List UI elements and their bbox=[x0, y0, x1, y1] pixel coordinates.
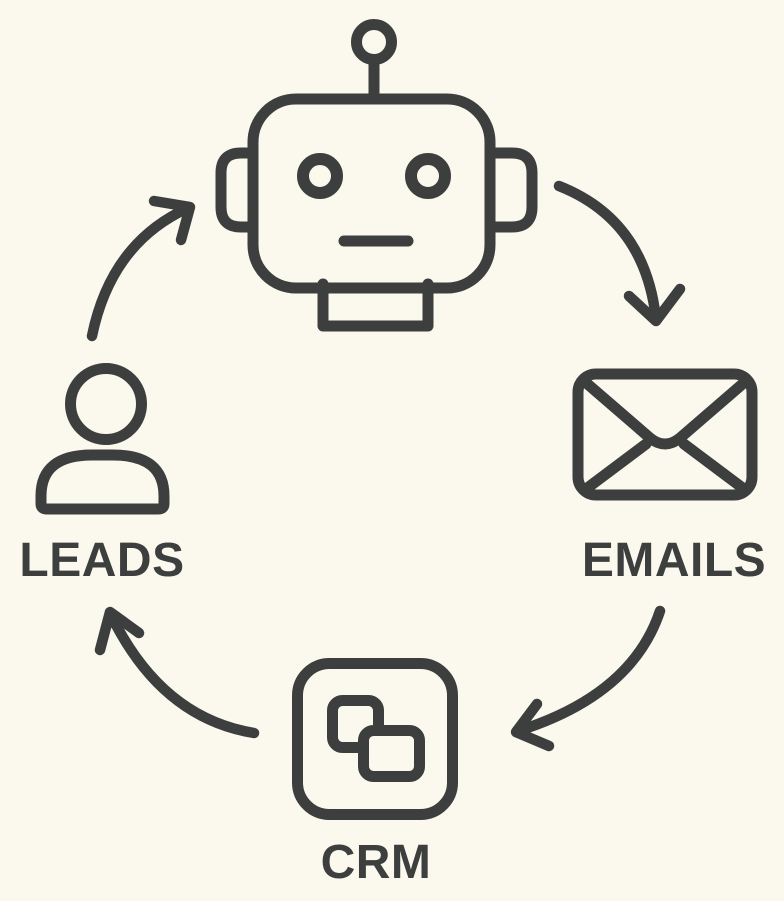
arrow-bot-to-emails bbox=[553, 180, 686, 327]
arrow-leads-to-bot bbox=[86, 195, 196, 342]
robot-ear-left bbox=[215, 147, 258, 233]
crm-square-front bbox=[358, 725, 425, 782]
crm-label: CRM bbox=[320, 836, 432, 889]
robot-ear-right bbox=[486, 147, 538, 233]
arrow-head bbox=[148, 195, 196, 246]
robot-eye-left bbox=[297, 153, 343, 199]
robot-head bbox=[247, 93, 496, 294]
envelope-body bbox=[572, 368, 758, 501]
person-head bbox=[65, 363, 147, 445]
crm-overlapping-squares-icon bbox=[292, 658, 458, 820]
envelope-fold-left bbox=[580, 438, 652, 495]
person-body bbox=[35, 449, 170, 515]
arrow-shaft bbox=[553, 180, 662, 325]
arrow-head bbox=[94, 606, 145, 656]
arrow-shaft bbox=[106, 611, 260, 739]
arrow-shaft bbox=[86, 202, 194, 342]
robot-icon bbox=[215, 19, 538, 332]
person-icon bbox=[35, 363, 170, 515]
crm-square-back bbox=[327, 695, 384, 753]
arrow-head bbox=[623, 283, 686, 327]
emails-label: EMAILS bbox=[581, 534, 767, 587]
leads-label: LEADS bbox=[19, 534, 185, 587]
envelope-fold-right bbox=[678, 438, 750, 495]
robot-eye-right bbox=[405, 153, 451, 199]
arrow-crm-to-leads bbox=[94, 606, 260, 739]
envelope-flap bbox=[578, 375, 752, 450]
robot-neck bbox=[317, 278, 434, 332]
arrow-head bbox=[510, 698, 555, 752]
robot-antenna-ball bbox=[351, 19, 397, 65]
arrow-emails-to-crm bbox=[510, 605, 666, 752]
email-envelope-icon bbox=[572, 368, 758, 501]
crm-outer-frame bbox=[292, 658, 458, 820]
arrow-shaft bbox=[512, 605, 666, 737]
